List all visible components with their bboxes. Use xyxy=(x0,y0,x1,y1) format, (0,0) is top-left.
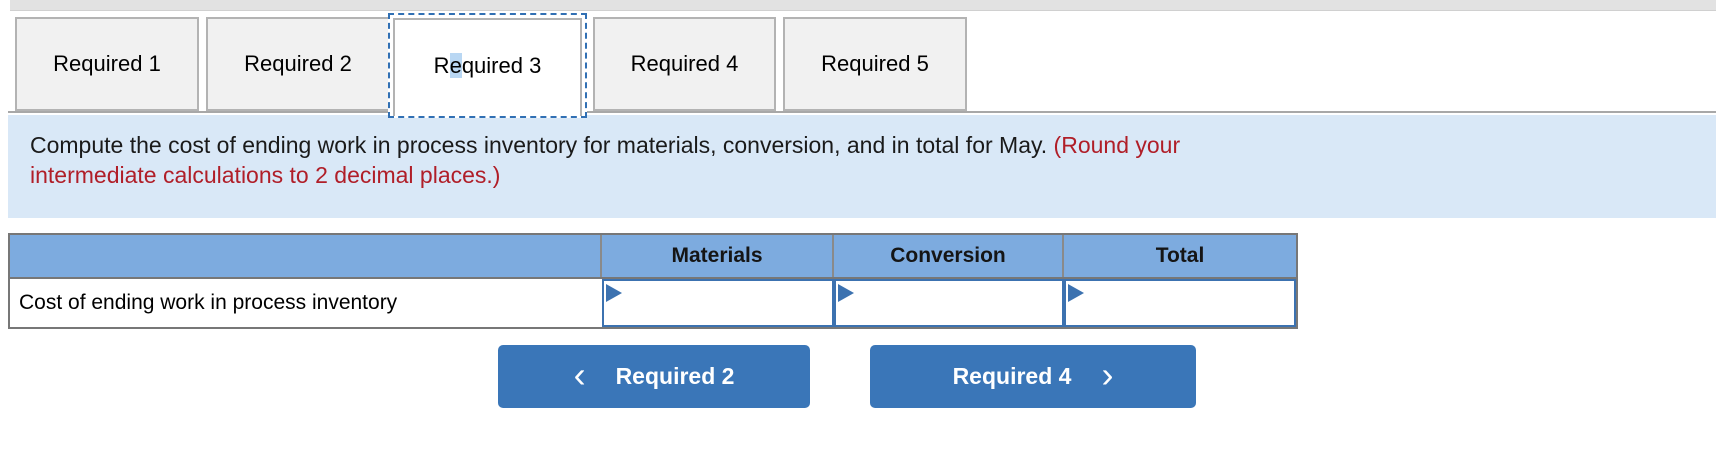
tab-required-4[interactable]: Required 4 xyxy=(593,17,776,111)
header-conversion: Conversion xyxy=(834,235,1064,277)
header-total: Total xyxy=(1155,244,1205,267)
conversion-cell[interactable] xyxy=(834,279,1064,327)
header-materials: Materials xyxy=(602,235,834,277)
tab-required-2-label: Required 2 xyxy=(244,51,352,76)
table-header-row: Materials Conversion Total xyxy=(10,235,1296,279)
nav-previous-label: Required 2 xyxy=(615,363,735,389)
nav-previous-button[interactable]: ‹ Required 2 xyxy=(498,345,810,408)
row-label: Cost of ending work in process inventory xyxy=(19,291,398,314)
tab-required-5-label: Required 5 xyxy=(821,51,929,76)
conversion-input[interactable] xyxy=(836,281,1062,325)
text-selection-highlight: e xyxy=(449,52,462,78)
tab-required-4-label: Required 4 xyxy=(630,51,739,76)
tab-required-5[interactable]: Required 5 xyxy=(783,17,967,111)
tab-required-2[interactable]: Required 2 xyxy=(206,17,390,111)
table-row: Cost of ending work in process inventory xyxy=(10,279,1296,327)
materials-input[interactable] xyxy=(604,281,832,325)
instruction-text-line1: Compute the cost of ending work in proce… xyxy=(30,132,1181,158)
requirement-table: Materials Conversion Total Cost of endin… xyxy=(8,233,1298,329)
instruction-rounding-note-start: (Round your xyxy=(1047,132,1181,158)
nav-next-label: Required 4 xyxy=(952,363,1072,389)
nav-next-button[interactable]: Required 4 › xyxy=(870,345,1196,408)
total-cell[interactable] xyxy=(1064,279,1296,327)
tab-required-3-label: Required 3 xyxy=(433,52,542,78)
instruction-rounding-note-end: intermediate calculations to 2 decimal p… xyxy=(30,162,501,188)
header-blank xyxy=(10,235,602,277)
tabbar-divider xyxy=(8,111,1716,113)
materials-cell[interactable] xyxy=(602,279,834,327)
tab-required-1-label: Required 1 xyxy=(53,51,161,76)
top-panel-edge xyxy=(10,0,1716,11)
total-input[interactable] xyxy=(1066,281,1294,325)
tab-required-1[interactable]: Required 1 xyxy=(15,17,199,111)
tab-required-3[interactable]: Required 3 xyxy=(388,13,587,118)
instruction-panel: Compute the cost of ending work in proce… xyxy=(8,115,1716,218)
